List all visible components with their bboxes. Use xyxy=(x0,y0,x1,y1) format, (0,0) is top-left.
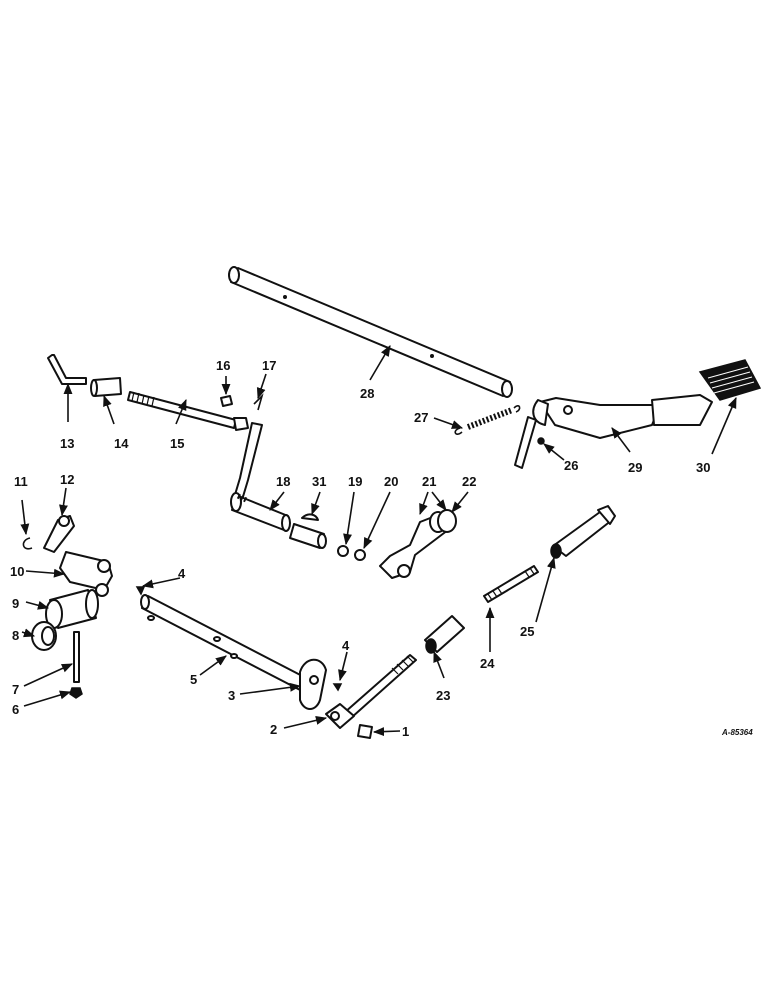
clevis-pin xyxy=(357,724,373,739)
callout-12: 12 xyxy=(60,472,74,487)
callout-4a: 4 xyxy=(178,566,186,581)
callout-30: 30 xyxy=(696,460,710,475)
callout-9: 9 xyxy=(12,596,19,611)
callout-1: 1 xyxy=(402,724,409,739)
fork-link xyxy=(43,515,75,553)
callout-25: 25 xyxy=(520,624,534,639)
callout-14: 14 xyxy=(114,436,129,451)
callout-20: 20 xyxy=(384,474,398,489)
callout-8: 8 xyxy=(12,628,19,643)
bent-rod xyxy=(47,354,87,385)
bushing xyxy=(289,523,327,549)
shaft-key-a xyxy=(213,636,221,642)
callout-3: 3 xyxy=(228,688,235,703)
woodruff-key xyxy=(301,513,319,521)
return-spring xyxy=(454,405,521,435)
callout-31: 31 xyxy=(312,474,326,489)
bellcrank-lever xyxy=(230,422,291,532)
pedal-arm xyxy=(514,394,713,469)
clevis-rod xyxy=(325,654,417,729)
snap-ring-b xyxy=(354,549,366,561)
callout-2: 2 xyxy=(270,722,277,737)
pedal-pin xyxy=(537,437,545,445)
release-bearing xyxy=(31,621,57,651)
lock-nut xyxy=(69,687,83,699)
callout-26: 26 xyxy=(564,458,578,473)
cotter-pin-small xyxy=(253,393,264,411)
callout-6: 6 xyxy=(12,702,19,717)
callout-16: 16 xyxy=(216,358,230,373)
threaded-rod xyxy=(483,565,539,603)
callout-23: 23 xyxy=(436,688,450,703)
rod-sleeve xyxy=(90,377,122,397)
key-lower xyxy=(332,683,343,692)
callout-29: 29 xyxy=(628,460,642,475)
callout-24: 24 xyxy=(480,656,495,671)
callout-labels: 1 2 3 4 4 5 6 7 8 9 10 11 12 13 14 15 16… xyxy=(10,358,710,739)
bearing-carrier xyxy=(45,589,99,629)
snap-ring-a xyxy=(337,545,349,557)
leader-lines xyxy=(20,345,737,737)
clevis-pin-small xyxy=(220,395,233,407)
callout-11: 11 xyxy=(14,474,28,489)
cap-plug xyxy=(437,509,457,533)
callout-5: 5 xyxy=(190,672,197,687)
callout-21: 21 xyxy=(422,474,436,489)
shaft-key-c xyxy=(147,615,155,621)
pivot-pin xyxy=(73,631,80,683)
callout-28: 28 xyxy=(360,386,374,401)
main-shaft xyxy=(140,594,327,710)
callout-17: 17 xyxy=(262,358,276,373)
callout-4b: 4 xyxy=(342,638,350,653)
callout-22: 22 xyxy=(462,474,476,489)
clutch-fork xyxy=(59,551,113,597)
callout-13: 13 xyxy=(60,436,74,451)
yoke xyxy=(550,505,616,559)
callout-10: 10 xyxy=(10,564,24,579)
callout-15: 15 xyxy=(170,436,184,451)
shaft-key-b xyxy=(230,653,238,659)
reference-code: A-85364 xyxy=(721,728,753,737)
coupler xyxy=(424,615,465,654)
callout-7: 7 xyxy=(12,682,19,697)
key-upper xyxy=(135,586,146,596)
retaining-clip xyxy=(22,537,33,550)
cross-shaft xyxy=(228,266,513,398)
pedal-pad xyxy=(698,359,762,401)
callout-18: 18 xyxy=(276,474,290,489)
callout-19: 19 xyxy=(348,474,362,489)
callout-27: 27 xyxy=(414,410,428,425)
